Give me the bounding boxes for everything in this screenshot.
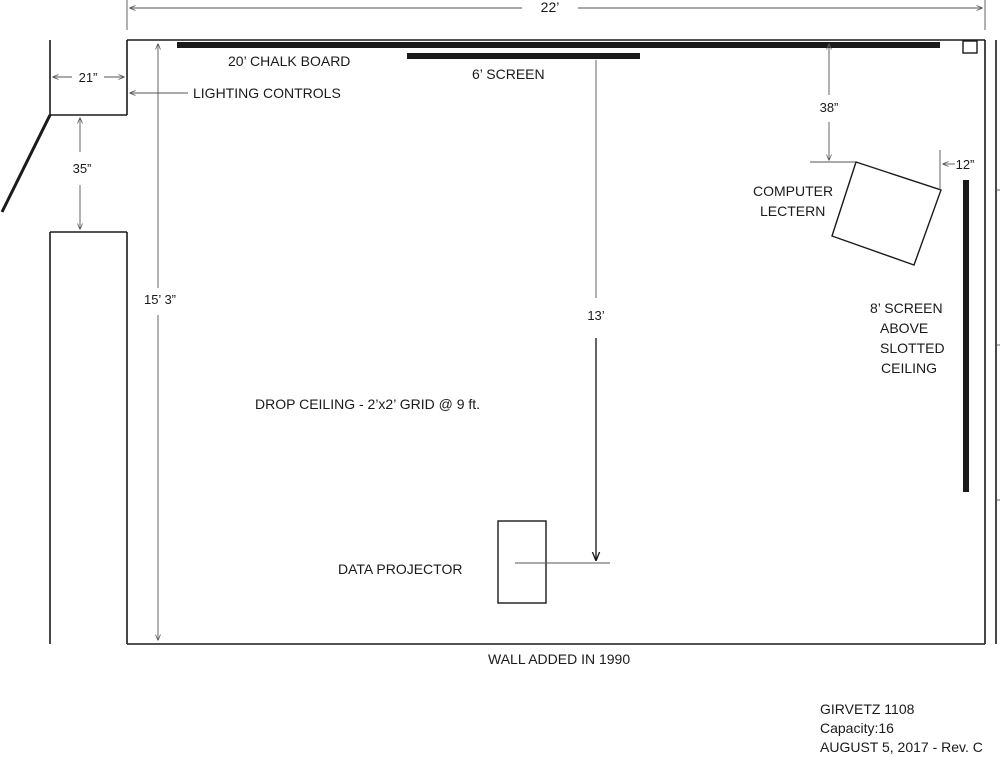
front-screen-label: 6’ SCREEN	[472, 66, 545, 82]
bottom-wall-label: WALL ADDED IN 1990	[488, 651, 630, 667]
side-screen-label-line4: CEILING	[881, 360, 937, 376]
dim-label-15ft3in: 15’ 3”	[144, 292, 176, 307]
ceiling-note: DROP CEILING - 2’x2’ GRID @ 9 ft.	[255, 396, 480, 412]
room-capacity: Capacity:16	[820, 720, 894, 736]
dim-wall-to-lectern: 38”	[810, 44, 856, 163]
room-walls	[49, 39, 1000, 645]
dim-label-13ft: 13’	[587, 308, 604, 323]
side-screen-label-line1: 8’ SCREEN	[870, 300, 943, 316]
dim-room-width: 22’	[126, 0, 986, 30]
dim-alcove-width: 21”	[53, 70, 124, 85]
side-screen-label-line2: ABOVE	[880, 320, 928, 336]
chalkboard-label: 20’ CHALK BOARD	[228, 53, 350, 69]
computer-lectern	[831, 161, 942, 266]
lighting-controls-label: LIGHTING CONTROLS	[193, 85, 341, 101]
room-number: GIRVETZ 1108	[820, 701, 915, 717]
dim-label-21in: 21”	[79, 70, 98, 85]
data-projector	[497, 520, 547, 604]
dim-label-22ft: 22’	[541, 0, 560, 15]
dim-door-opening: 35”	[73, 118, 92, 229]
dim-screen-to-projector: 13’	[587, 60, 605, 560]
dim-label-12in: 12”	[956, 157, 975, 172]
lectern-label-line1: COMPUTER	[753, 183, 833, 199]
revision-date: AUGUST 5, 2017 - Rev. C	[820, 739, 983, 755]
title-block: GIRVETZ 1108 Capacity:16 AUGUST 5, 2017 …	[820, 701, 983, 755]
dim-lectern-to-screen: 12”	[939, 150, 975, 190]
lectern-label-line2: LECTERN	[760, 203, 825, 219]
side-screen-label-line3: SLOTTED	[880, 340, 945, 356]
dim-label-38in: 38”	[820, 100, 839, 115]
door-icon	[0, 114, 52, 213]
dim-label-35in: 35”	[73, 161, 92, 176]
projector-label: DATA PROJECTOR	[338, 561, 462, 577]
dim-room-depth: 15’ 3”	[144, 44, 176, 640]
